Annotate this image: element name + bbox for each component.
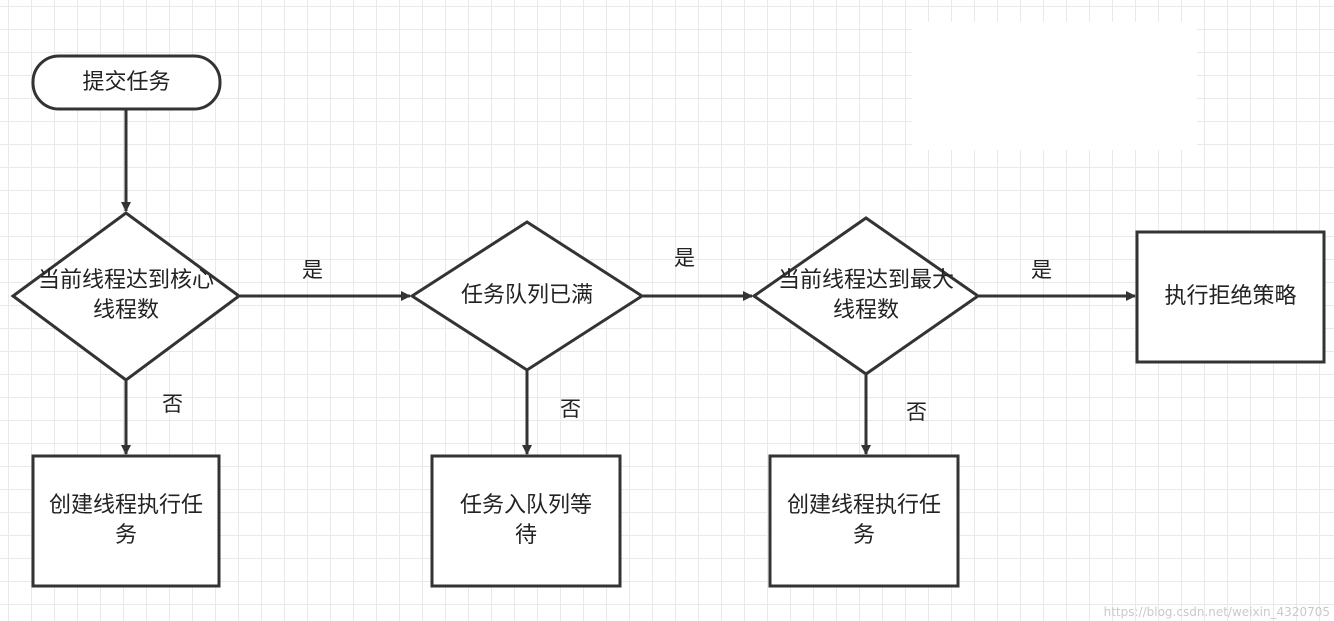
process-reject-shape [1135,230,1326,364]
decision-max-shape [751,216,981,376]
edge-label-no-1: 否 [162,392,183,416]
watermark: https://blog.csdn.net/weixin_4320705 [1103,605,1330,619]
blank-area [912,22,1197,150]
decision-core-shape [10,211,242,382]
edge-label-yes-3: 是 [1031,258,1052,282]
edge-label-yes-1: 是 [302,258,323,282]
edge-label-yes-2: 是 [674,246,695,270]
edge-label-no-2: 否 [560,397,581,421]
process-enqueue-shape [430,454,622,588]
process-create-max-shape [768,454,960,588]
edge-label-no-3: 否 [906,400,927,424]
process-create-core-shape [31,454,221,588]
decision-queue-shape [409,220,645,372]
start-node-shape [31,54,222,111]
